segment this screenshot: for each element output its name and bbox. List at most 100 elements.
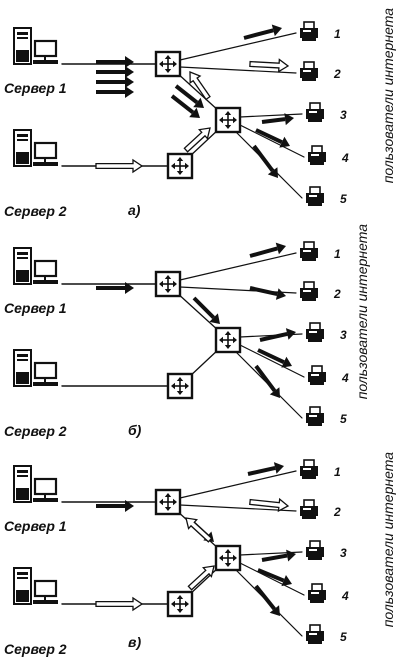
- traffic-arrow: [249, 286, 286, 300]
- printer-slot: [309, 549, 317, 551]
- printer-body: [306, 193, 324, 203]
- printer-body: [306, 631, 324, 641]
- router-tip: [164, 493, 172, 497]
- monitor-base: [33, 280, 58, 284]
- printer-slot: [303, 508, 311, 510]
- user-number: 5: [340, 412, 347, 426]
- printer-slot: [303, 290, 311, 292]
- router-icon: [166, 372, 194, 400]
- traffic-arrow-outline: [189, 71, 211, 101]
- drive-bay: [17, 37, 28, 39]
- printer-paper: [309, 624, 321, 633]
- traffic-arrow-outline: [95, 158, 144, 174]
- arrow-head: [189, 107, 200, 118]
- arrow-head: [273, 462, 284, 474]
- user-number: 5: [340, 630, 347, 644]
- user-number: 4: [341, 151, 349, 165]
- arrow-shaft: [259, 331, 288, 342]
- router-tip: [171, 382, 175, 390]
- tower-base: [16, 270, 29, 282]
- drive-bay: [17, 134, 28, 137]
- arrow-head: [275, 242, 286, 255]
- router-icon: [214, 106, 242, 134]
- traffic-arrow: [96, 282, 134, 294]
- printer-slot: [311, 592, 319, 594]
- traffic-arrow: [252, 144, 278, 178]
- arrow-head: [286, 549, 296, 562]
- monitor-base: [33, 382, 58, 386]
- monitor-screen: [33, 141, 58, 160]
- router-tip: [176, 595, 184, 599]
- traffic-arrow-outline: [183, 127, 211, 153]
- drive-bay: [17, 32, 28, 35]
- router-icon: [166, 152, 194, 180]
- tower-base: [16, 372, 29, 384]
- printer-tray: [308, 339, 322, 342]
- server-icon: [13, 27, 32, 65]
- traffic-arrow: [261, 113, 294, 126]
- monitor-screen: [33, 579, 58, 598]
- printer-tray: [302, 516, 316, 519]
- monitor-screen: [33, 259, 58, 278]
- traffic-arrow-outline: [249, 58, 290, 73]
- router-tip: [173, 498, 177, 506]
- printer-body: [300, 466, 318, 476]
- user-link: [179, 252, 297, 281]
- user-link: [239, 124, 305, 158]
- router-tip: [185, 162, 189, 170]
- server-icon: [13, 129, 32, 167]
- router-tip: [219, 554, 223, 562]
- printer-slot: [309, 331, 317, 333]
- monitor-base: [33, 60, 58, 64]
- router-tip: [176, 171, 184, 175]
- printer-tray: [302, 476, 316, 479]
- printer-tray: [302, 38, 316, 41]
- arrow-body: [189, 71, 211, 101]
- printer-icon: [300, 241, 318, 261]
- arrow-head: [275, 288, 286, 300]
- printer-slot: [309, 195, 317, 197]
- server1-label: Сервер 1: [4, 518, 67, 534]
- arrow-shaft: [254, 364, 277, 392]
- printer-body: [300, 68, 318, 78]
- printer-icon: [308, 365, 326, 385]
- printer-slot: [311, 154, 319, 156]
- drive-bay: [17, 470, 28, 473]
- arrow-shaft: [254, 584, 276, 611]
- arrow-head: [281, 575, 292, 587]
- printer-icon: [300, 21, 318, 41]
- printer-paper: [303, 459, 315, 468]
- router-tip: [224, 563, 232, 567]
- router-tip: [233, 116, 237, 124]
- router-tip: [224, 331, 232, 335]
- traffic-arrow: [247, 462, 284, 476]
- traffic-arrow: [96, 76, 134, 88]
- printer-tray: [302, 78, 316, 81]
- printer-paper: [303, 61, 315, 70]
- router-tip: [224, 111, 232, 115]
- printer-paper: [309, 102, 321, 111]
- panel-caption: в): [128, 634, 141, 650]
- router-tip: [159, 498, 163, 506]
- router-tip: [219, 116, 223, 124]
- user-link: [239, 113, 303, 118]
- printer-paper: [311, 365, 323, 374]
- printer-paper: [303, 241, 315, 250]
- arrow-head: [271, 24, 282, 37]
- user-link: [179, 32, 297, 61]
- drive-bay: [17, 577, 28, 579]
- drive-bay: [17, 359, 28, 361]
- printer-icon: [306, 406, 324, 426]
- traffic-arrow-outline: [187, 565, 215, 591]
- traffic-arrow: [249, 242, 286, 258]
- printer-slot: [309, 633, 317, 635]
- router-tip: [224, 549, 232, 553]
- printer-paper: [309, 186, 321, 195]
- arrow-shaft: [243, 28, 274, 40]
- traffic-arrow: [254, 364, 280, 398]
- printer-body: [300, 288, 318, 298]
- router-link: [187, 565, 221, 597]
- arrow-head: [267, 167, 278, 178]
- arrow-shaft: [257, 568, 285, 583]
